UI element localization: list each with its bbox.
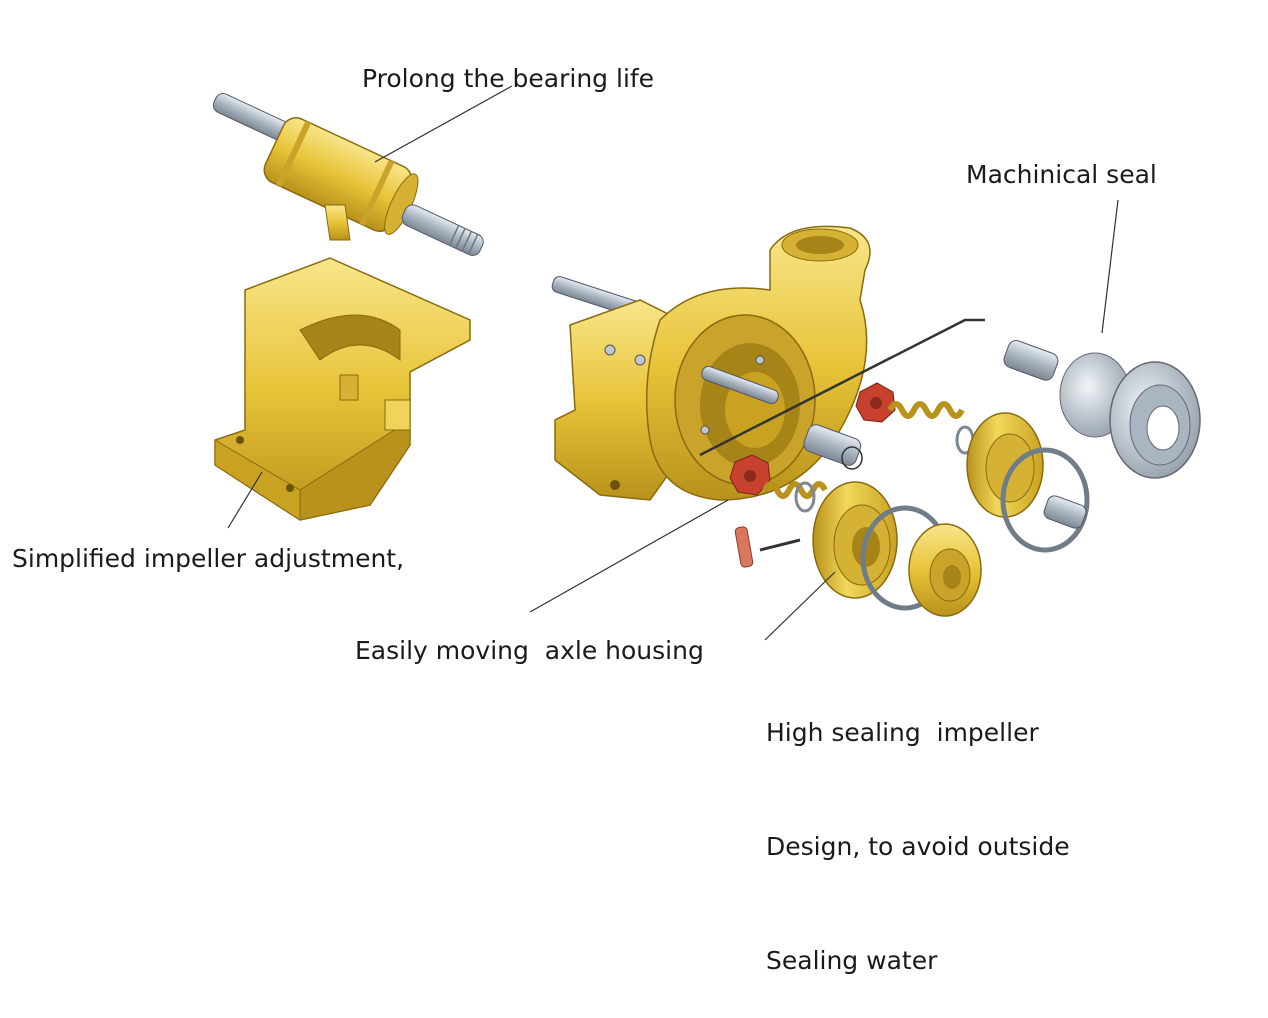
leader-seal	[1101, 199, 1119, 334]
shaft-sleeve-lower	[803, 424, 863, 470]
leader-impeller	[764, 571, 836, 641]
leader-bearing	[374, 85, 513, 163]
spring-lower	[762, 481, 828, 513]
leader-adjustment	[227, 471, 263, 529]
label-axle-housing: Easily moving axle housing	[355, 636, 704, 665]
adjusting-nut-upper	[855, 382, 896, 423]
leader-lines	[227, 85, 1119, 641]
label-impeller-adjustment: Simplified impeller adjustment,	[12, 544, 405, 573]
bearing-assembly	[212, 93, 484, 256]
mechanical-seal-assembly	[1003, 340, 1201, 479]
assembly-bracket-line	[699, 318, 985, 457]
label-impeller-line-1: High sealing impeller	[766, 718, 1039, 747]
expeller-ring	[908, 523, 982, 617]
assembly-dash	[759, 538, 801, 552]
bolt-pin	[734, 526, 754, 568]
label-impeller-line-2: Design, to avoid outside	[766, 832, 1070, 861]
leader-housing	[529, 499, 729, 613]
label-mechanical-seal: Machinical seal	[966, 160, 1157, 189]
spring-upper	[887, 401, 975, 455]
pump-exploded-diagram	[212, 85, 1201, 641]
label-bearing-life: Prolong the bearing life	[362, 64, 655, 93]
o-ring-upper	[1000, 447, 1090, 553]
label-impeller-sealing: High sealing impeller Design, to avoid o…	[766, 638, 1070, 1018]
label-impeller-line-3: Sealing water	[766, 946, 938, 975]
pump-casing-assembly	[551, 225, 871, 501]
frame-base	[214, 257, 471, 521]
